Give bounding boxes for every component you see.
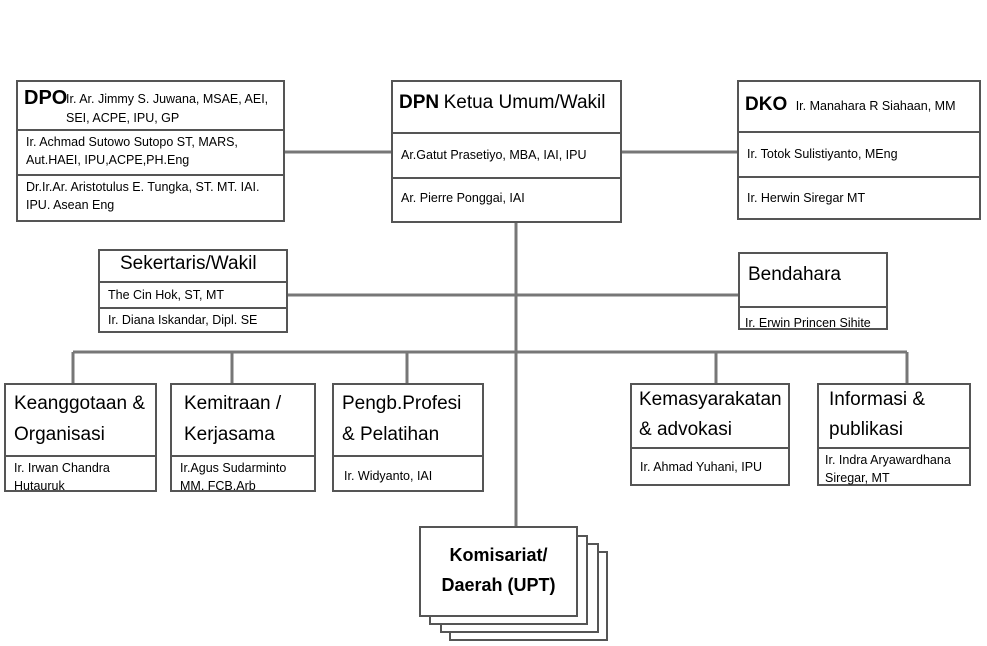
kemasyarakatan-title-2: & advokasi xyxy=(639,419,732,440)
informasi-title-1: Informasi & xyxy=(829,389,926,410)
informasi-title-2: publikasi xyxy=(829,419,903,440)
informasi-member-name: Ir. Indra Aryawardhana xyxy=(825,453,951,467)
komisariat-box: Komisariat/ Daerah (UPT) xyxy=(419,526,578,617)
komisariat-title-1: Komisariat/ xyxy=(449,545,548,565)
dpn-member-1: Ar.Gatut Prasetiyo, MBA, IAI, IPU xyxy=(393,132,620,177)
dpo-member-3-titles: IPU. Asean Eng xyxy=(26,198,115,212)
keanggotaan-member-name: Ir. Irwan Chandra xyxy=(14,461,110,475)
dko-member-1: Ir. Manahara R Siahaan, MM xyxy=(795,99,956,113)
kemitraan-member: Ir.Agus Sudarminto MM. FCB.Arb xyxy=(172,455,314,495)
kemitraan-title-2: Kerjasama xyxy=(184,424,275,445)
pengembangan-title-2: & Pelatihan xyxy=(342,424,440,445)
kemasyarakatan-member: Ir. Ahmad Yuhani, IPU xyxy=(632,447,788,486)
bendahara-member-1: Ir. Erwin Princen Sihite xyxy=(740,306,886,338)
dpo-member-3: Dr.Ir.Ar. Aristotulus E. Tungka, ST. MT.… xyxy=(18,174,283,220)
division-kemasyarakatan: Kemasyarakatan & advokasi Ir. Ahmad Yuha… xyxy=(630,383,790,486)
informasi-member: Ir. Indra Aryawardhana Siregar, MT xyxy=(819,447,969,486)
dpn-box: DPN Ketua Umum/Wakil Ar.Gatut Prasetiyo,… xyxy=(391,80,622,223)
sekretaris-box: Sekertaris/Wakil The Cin Hok, ST, MT Ir.… xyxy=(98,249,288,333)
kemitraan-member-name: Ir.Agus Sudarminto xyxy=(180,461,287,475)
dpo-box: DPO Ir. Ar. Jimmy S. Juwana, MSAE, AEI, … xyxy=(16,80,285,222)
keanggotaan-title-2: Organisasi xyxy=(14,424,105,445)
dpo-member-1: Ir. Ar. Jimmy S. Juwana, MSAE, AEI, xyxy=(66,92,269,106)
dpo-member-2: Ir. Achmad Sutowo Sutopo ST, MARS, Aut.H… xyxy=(18,129,283,174)
division-pengembangan: Pengb.Profesi & Pelatihan Ir. Widyanto, … xyxy=(332,383,484,492)
pengembangan-member: Ir. Widyanto, IAI xyxy=(334,455,482,495)
dpo-member-2-name: Ir. Achmad Sutowo Sutopo ST, MARS, xyxy=(26,135,238,149)
dpo-member-2-titles: Aut.HAEI, IPU,ACPE,PH.Eng xyxy=(26,153,190,167)
keanggotaan-title-1: Keanggotaan & xyxy=(14,393,146,414)
dko-box: DKO Ir. Manahara R Siahaan, MM Ir. Totok… xyxy=(737,80,981,220)
sekretaris-member-1: The Cin Hok, ST, MT xyxy=(100,281,286,307)
dpo-code: DPO xyxy=(24,87,68,109)
dpn-member-2: Ar. Pierre Ponggai, IAI xyxy=(393,177,620,221)
dko-code: DKO xyxy=(745,94,788,115)
division-keanggotaan: Keanggotaan & Organisasi Ir. Irwan Chand… xyxy=(4,383,157,495)
sekretaris-member-2: Ir. Diana Iskandar, Dipl. SE xyxy=(100,307,286,331)
dpn-title: Ketua Umum/Wakil xyxy=(443,92,606,113)
dko-member-2: Ir. Totok Sulistiyanto, MEng xyxy=(739,131,979,176)
informasi-member-name-2: Siregar, MT xyxy=(825,471,890,485)
division-informasi: Informasi & publikasi Ir. Indra Aryaward… xyxy=(817,383,971,486)
bendahara-box: Bendahara Ir. Erwin Princen Sihite xyxy=(738,252,888,330)
kemasyarakatan-title-1: Kemasyarakatan xyxy=(639,389,782,410)
kemitraan-title-1: Kemitraan / xyxy=(184,393,282,414)
sekretaris-title: Sekertaris/Wakil xyxy=(120,253,257,274)
dpn-code: DPN xyxy=(399,92,440,113)
kemitraan-member-name-2: MM. FCB.Arb xyxy=(180,479,256,493)
division-kemitraan: Kemitraan / Kerjasama Ir.Agus Sudarminto… xyxy=(170,383,316,495)
dpo-member-1-titles: SEI, ACPE, IPU, GP xyxy=(66,111,180,125)
bendahara-title: Bendahara xyxy=(748,264,841,285)
komisariat-title-2: Daerah (UPT) xyxy=(441,575,556,595)
keanggotaan-member-name-2: Hutauruk xyxy=(14,479,65,493)
dpo-member-3-name: Dr.Ir.Ar. Aristotulus E. Tungka, ST. MT.… xyxy=(26,180,260,194)
keanggotaan-member: Ir. Irwan Chandra Hutauruk xyxy=(6,455,155,495)
dko-member-3: Ir. Herwin Siregar MT xyxy=(739,176,979,218)
pengembangan-title-1: Pengb.Profesi xyxy=(342,393,462,414)
